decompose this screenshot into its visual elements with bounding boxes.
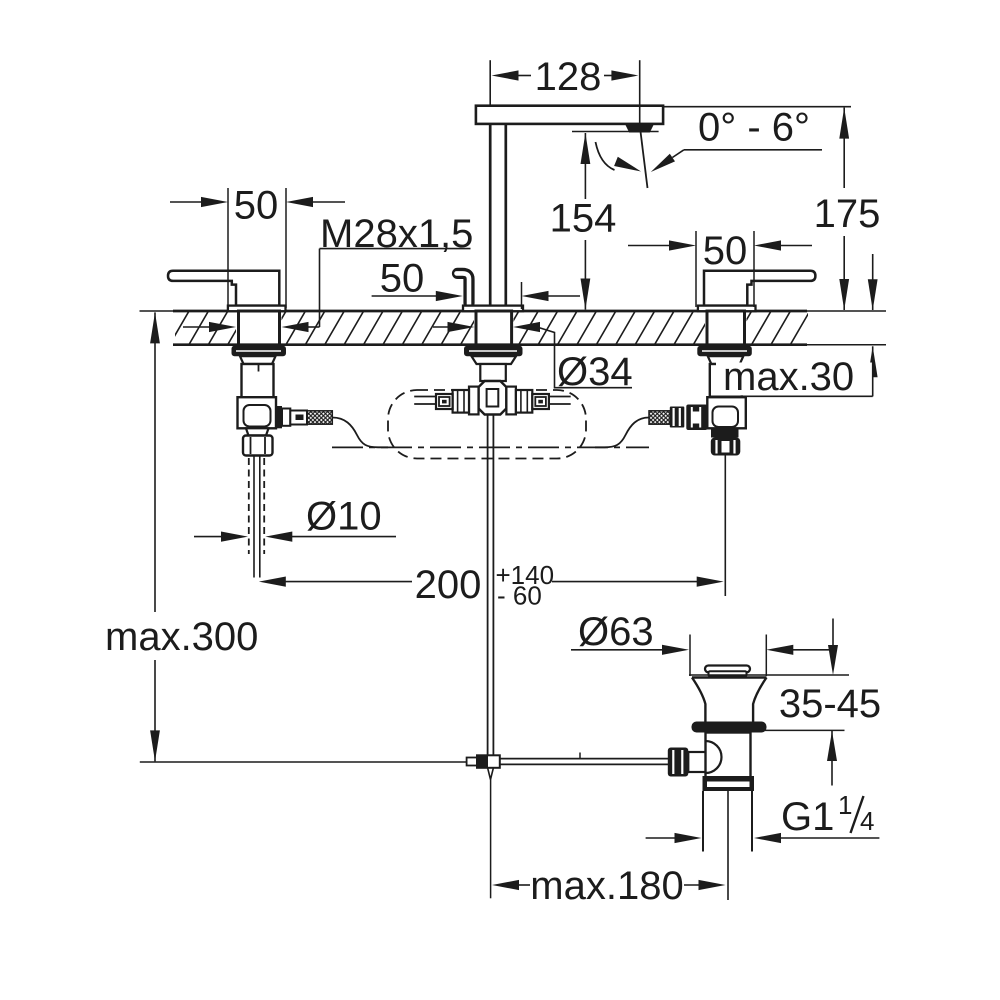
svg-text:0° - 6°: 0° - 6°: [698, 106, 810, 150]
svg-text:50: 50: [703, 229, 748, 273]
svg-text:Ø10: Ø10: [306, 495, 382, 539]
svg-text:50: 50: [380, 257, 425, 301]
svg-text:4: 4: [860, 806, 874, 836]
svg-text:max.30: max.30: [723, 355, 854, 399]
svg-text:Ø34: Ø34: [557, 350, 633, 394]
svg-text:+140: +140: [496, 560, 555, 590]
svg-text:50: 50: [234, 184, 279, 228]
svg-text:175: 175: [814, 192, 881, 236]
svg-text:G1: G1: [781, 795, 834, 839]
svg-text:Ø63: Ø63: [578, 610, 654, 654]
svg-text:- 60: - 60: [497, 581, 542, 611]
svg-text:128: 128: [535, 55, 602, 99]
svg-text:1: 1: [838, 790, 852, 820]
svg-text:200: 200: [415, 563, 482, 607]
svg-text:154: 154: [550, 197, 617, 241]
svg-text:35-45: 35-45: [779, 682, 881, 726]
svg-text:max.300: max.300: [105, 615, 258, 659]
svg-text:max.180: max.180: [530, 864, 683, 908]
